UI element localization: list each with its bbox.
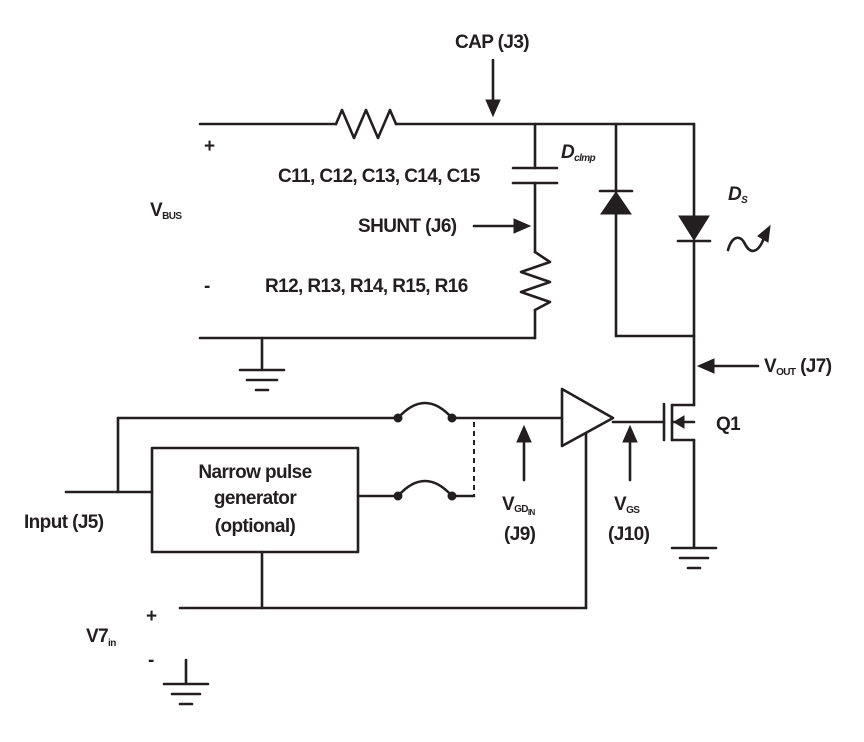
capacitors-label: C11, C12, C13, C14, C15 xyxy=(278,166,481,187)
input-switch-top xyxy=(116,401,564,494)
shunt-label: SHUNT (J6) xyxy=(358,216,457,237)
vgs-probe-arrow xyxy=(622,424,638,482)
cap-label: CAP (J3) xyxy=(455,32,529,53)
npg-line1: Narrow pulse xyxy=(198,462,311,483)
vbus-label: VBUS xyxy=(150,200,182,222)
ground-symbol-bus xyxy=(238,336,286,392)
vgd-ref-label: (J9) xyxy=(504,524,536,545)
q1-label: Q1 xyxy=(716,414,741,435)
vgs-label: VGS xyxy=(614,494,640,516)
light-emission-icon xyxy=(726,236,766,253)
vgs-ref-label: (J10) xyxy=(608,524,650,545)
resistors-label: R12, R13, R14, R15, R16 xyxy=(265,276,468,297)
dclamp-diode-branch xyxy=(598,122,696,338)
npg-line2: generator xyxy=(214,488,297,509)
cap-probe-arrow xyxy=(485,58,501,118)
dclamp-diode-icon xyxy=(600,191,632,215)
vgd-probe-arrow xyxy=(516,424,532,482)
ground-symbol-q1 xyxy=(670,546,718,570)
v7in-minus: - xyxy=(148,650,154,671)
vout-label: VOUT (J7) xyxy=(764,356,832,378)
input-switch-bottom xyxy=(356,479,476,501)
vbus-plus: + xyxy=(204,136,215,157)
shunt-resistor xyxy=(519,250,552,312)
narrow-pulse-generator-box xyxy=(150,446,360,554)
v7in-label: V7in xyxy=(86,626,116,649)
vout-probe-arrow xyxy=(696,358,760,374)
vgd-label: VGDIN xyxy=(502,494,536,517)
ground-symbol-v7in xyxy=(162,658,210,706)
npg-line3: (optional) xyxy=(215,516,296,537)
vbus-minus: - xyxy=(204,276,210,297)
shunt-probe-arrow xyxy=(472,218,532,234)
dclmp-label: Dclmp xyxy=(561,142,596,164)
ds-label: DS xyxy=(728,184,748,206)
cap-shunt-branch xyxy=(511,122,559,340)
input-label: Input (J5) xyxy=(24,512,104,533)
top-rail xyxy=(198,108,696,140)
ds-diode-icon xyxy=(678,215,710,241)
v7in-supply-wires xyxy=(178,432,588,610)
gate-driver-buffer-icon xyxy=(560,387,615,448)
series-resistor xyxy=(334,108,398,140)
ds-diode-branch xyxy=(676,122,771,407)
mosfet-q1-icon xyxy=(611,402,696,548)
v7in-plus: + xyxy=(146,606,157,627)
